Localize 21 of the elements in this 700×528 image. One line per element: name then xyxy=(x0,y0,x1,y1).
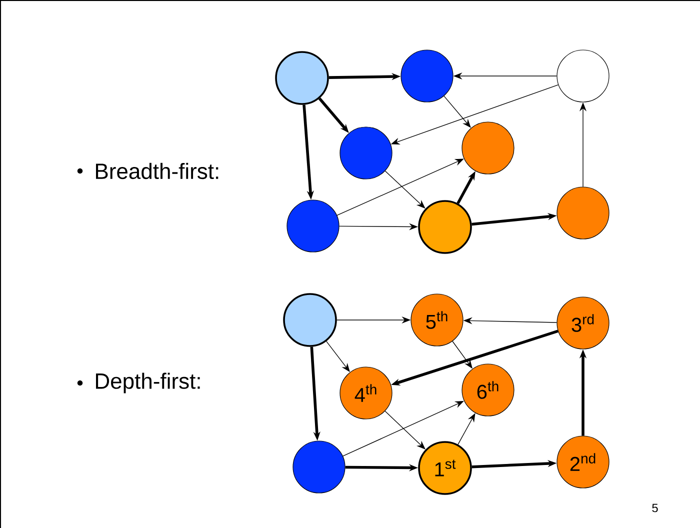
empty-node xyxy=(400,50,454,102)
empty-node xyxy=(556,50,610,102)
list-item-text: Breadth-first: xyxy=(96,162,218,180)
arrow xyxy=(444,96,471,128)
empty-node xyxy=(340,126,392,180)
graph-node: 2$^{nd}$ xyxy=(556,436,610,488)
graph-node: 5$^{th}$ xyxy=(410,294,464,346)
empty-node xyxy=(283,293,337,347)
graph-node: 1$^{st}$ xyxy=(418,441,472,495)
list-item-text: Depth-first: xyxy=(96,372,200,394)
empty-node xyxy=(292,440,346,494)
empty-node xyxy=(462,122,514,174)
graph-node: 3$^{rd}$ xyxy=(556,296,610,350)
empty-node xyxy=(418,200,472,254)
graph-node: 6$^{th}$ xyxy=(462,364,514,416)
arrow xyxy=(384,410,426,450)
empty-node xyxy=(275,51,329,105)
graph-node: 4$^{th}$ xyxy=(340,366,392,420)
empty-node xyxy=(286,200,340,252)
empty-node xyxy=(556,186,610,240)
page-number: 5 xyxy=(652,504,658,512)
